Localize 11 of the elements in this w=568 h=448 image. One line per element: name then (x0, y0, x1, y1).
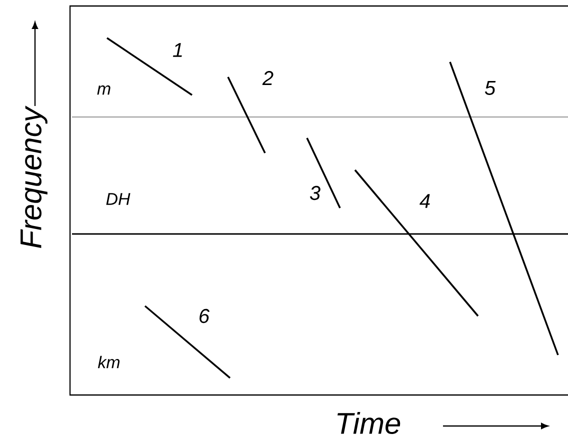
curve-label: 2 (262, 71, 274, 85)
curve-label: km (98, 356, 120, 368)
curve-label: 5 (484, 81, 496, 95)
axis-label: Frequency (20, 106, 48, 248)
curve-label: 1 (172, 43, 182, 57)
curve-label: 3 (310, 186, 320, 200)
curve-label: 6 (200, 308, 210, 324)
curve-label: DH (106, 193, 130, 205)
curve-label: m (97, 85, 110, 95)
axis-label: Time (338, 412, 400, 434)
curve-label: 4 (420, 194, 430, 208)
